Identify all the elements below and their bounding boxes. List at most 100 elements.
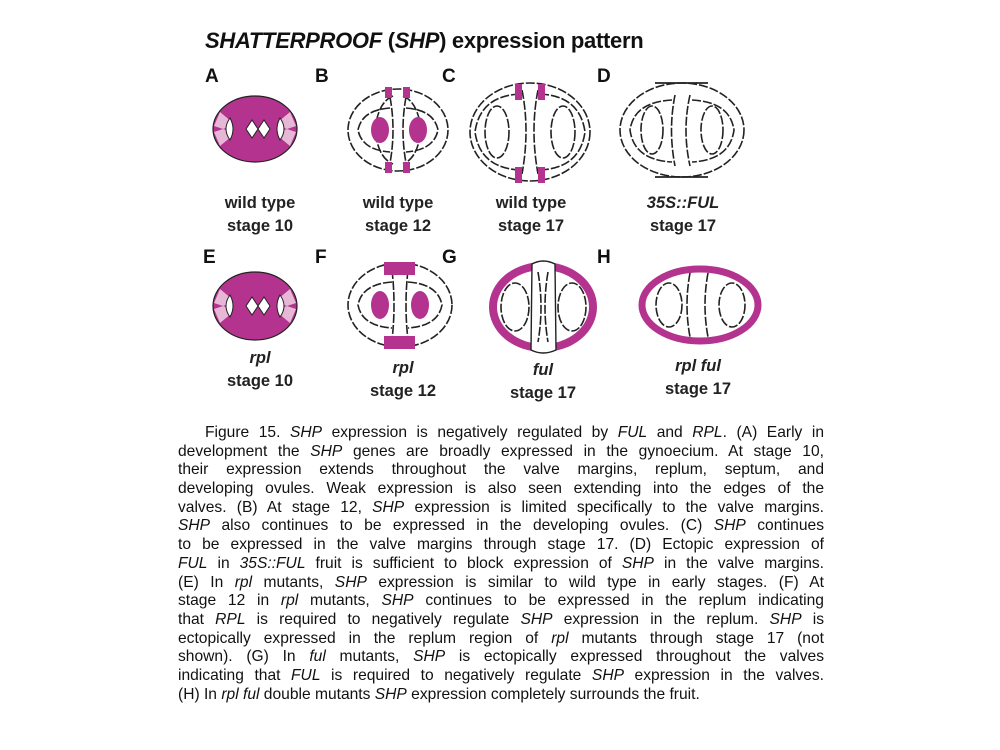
title-text: ( <box>381 28 395 53</box>
panel-letter: A <box>205 66 219 87</box>
stage: stage 17 <box>497 217 565 235</box>
caption-italic-term: SHP <box>289 424 323 441</box>
panel-letter: C <box>442 66 456 87</box>
caption-text: expression is limited specifically to th… <box>404 498 825 516</box>
panel-caption-b: wild type stage 12 <box>333 192 463 238</box>
caption-line: shown). (G) In ful mutants, SHP is ectop… <box>178 648 824 667</box>
panel-caption-h: rpl ful stage 17 <box>633 355 763 401</box>
caption-text: expression is similar to wild type in ea… <box>366 573 824 591</box>
caption-italic-term: SHP <box>381 592 414 610</box>
panel-caption-g: ful stage 17 <box>478 359 608 405</box>
caption-italic-term: SHP <box>334 573 367 591</box>
caption-line: stage 12 in rpl mutants, SHP continues t… <box>178 592 824 611</box>
caption-text: developing ovules. Weak expression is al… <box>178 480 824 498</box>
caption-italic-term: SHP <box>372 498 405 516</box>
caption-text: (E) In <box>178 573 235 591</box>
caption-line: (E) In rpl mutants, SHP expression is si… <box>178 574 824 593</box>
caption-italic-term: rpl <box>280 592 299 610</box>
caption-line: that RPL is required to negatively regul… <box>178 611 824 630</box>
expression-diagrams: .o{fill:#fff;stroke:#222;stroke-width:1.… <box>212 82 762 354</box>
caption-italic-term: ful <box>309 648 326 666</box>
diagram-f <box>347 262 453 349</box>
panel-caption-c: wild type stage 17 <box>466 192 596 238</box>
panel-letter: D <box>597 66 611 87</box>
caption-text: to be expressed in the valve margins thr… <box>178 536 824 554</box>
caption-line: indicating that FUL is required to negat… <box>178 667 824 686</box>
caption-italic-term: FUL <box>291 666 321 684</box>
caption-italic-term: RPL <box>692 424 723 441</box>
caption-text: continues <box>745 517 824 535</box>
caption-italic-term: rpl ful <box>221 685 260 703</box>
stage: stage 17 <box>664 380 732 398</box>
genotype: wild type <box>362 194 434 212</box>
panel-letter: B <box>315 66 329 87</box>
caption-text: (H) In <box>178 685 222 703</box>
caption-text: also continues to be expressed in the de… <box>210 517 714 535</box>
caption-text: double mutants <box>259 685 375 703</box>
caption-text: continues to be expressed in the replum … <box>413 592 824 610</box>
caption-line: developing ovules. Weak expression is al… <box>178 480 824 499</box>
caption-line: ectopically expressed in the replum regi… <box>178 630 824 649</box>
caption-text: . (A) Early in <box>722 424 825 441</box>
caption-text: Figure 15. <box>205 424 290 441</box>
diagram-d <box>619 82 745 178</box>
caption-text: is required to negatively regulate <box>320 666 592 684</box>
caption-line: Figure 15. SHP expression is negatively … <box>178 424 824 443</box>
stage: stage 12 <box>369 382 437 400</box>
panel-letter: F <box>315 247 327 268</box>
caption-line: FUL in 35S::FUL fruit is sufficient to b… <box>178 555 824 574</box>
caption-text: genes are broadly expressed in the gynoe… <box>342 442 824 460</box>
caption-text: indicating that <box>178 666 292 684</box>
diagram-e <box>212 271 298 341</box>
caption-text: that <box>178 610 216 628</box>
caption-text: expression in the replum. <box>552 610 770 628</box>
genotype: wild type <box>495 194 567 212</box>
panel-letter: H <box>597 247 611 268</box>
caption-text: valves. (B) At stage 12, <box>178 498 373 516</box>
caption-text: shown). (G) In <box>178 648 310 666</box>
caption-text: their expression extends throughout the … <box>178 461 824 479</box>
caption-italic-term: FUL <box>617 424 648 441</box>
caption-line: (H) In rpl ful double mutants SHP expres… <box>178 686 824 705</box>
caption-italic-term: rpl <box>234 573 253 591</box>
stage: stage 17 <box>509 384 577 402</box>
figure-caption: Figure 15. SHP expression is negatively … <box>178 424 824 704</box>
caption-italic-term: SHP <box>621 554 654 572</box>
title-gene: SHATTERPROOF <box>205 28 382 53</box>
caption-italic-term: SHP <box>520 610 553 628</box>
caption-text: expression is negatively regulated by <box>322 424 618 441</box>
caption-italic-term: SHP <box>713 517 746 535</box>
caption-text: fruit is sufficient to block expression … <box>305 554 622 572</box>
caption-text: and <box>647 424 693 441</box>
caption-italic-term: rpl <box>551 629 569 647</box>
caption-text: development the <box>178 442 311 460</box>
genotype: rpl <box>392 359 414 377</box>
caption-text: expression in the valves. <box>624 666 825 684</box>
genotype: rpl ful <box>675 357 721 375</box>
genotype: 35S::FUL <box>646 194 720 212</box>
caption-line: to be expressed in the valve margins thr… <box>178 536 824 555</box>
genotype: rpl <box>249 349 271 367</box>
caption-line: SHP also continues to be expressed in th… <box>178 517 824 536</box>
caption-italic-term: FUL <box>178 554 208 572</box>
caption-text: mutants through stage 17 (not <box>568 629 824 647</box>
genotype: ful <box>532 361 554 379</box>
stage: stage 12 <box>364 217 432 235</box>
caption-text: is ectopically expressed throughout the … <box>445 648 825 666</box>
caption-text: mutants, <box>325 648 414 666</box>
caption-text: mutants, <box>298 592 382 610</box>
genotype: wild type <box>224 194 296 212</box>
figure-title: SHATTERPROOF (SHP) expression pattern <box>205 28 644 54</box>
caption-text: expression completely surrounds the frui… <box>406 685 700 703</box>
caption-text: mutants, <box>252 573 335 591</box>
caption-italic-term: SHP <box>178 517 211 535</box>
panel-letter: G <box>442 247 457 268</box>
caption-text: in <box>207 554 240 572</box>
caption-line: their expression extends throughout the … <box>178 461 824 480</box>
diagram-b <box>347 87 449 173</box>
caption-text: in the valve margins. <box>653 554 825 572</box>
caption-italic-term: SHP <box>769 610 802 628</box>
caption-line: valves. (B) At stage 12, SHP expression … <box>178 499 824 518</box>
caption-text: is required to negatively regulate <box>245 610 521 628</box>
